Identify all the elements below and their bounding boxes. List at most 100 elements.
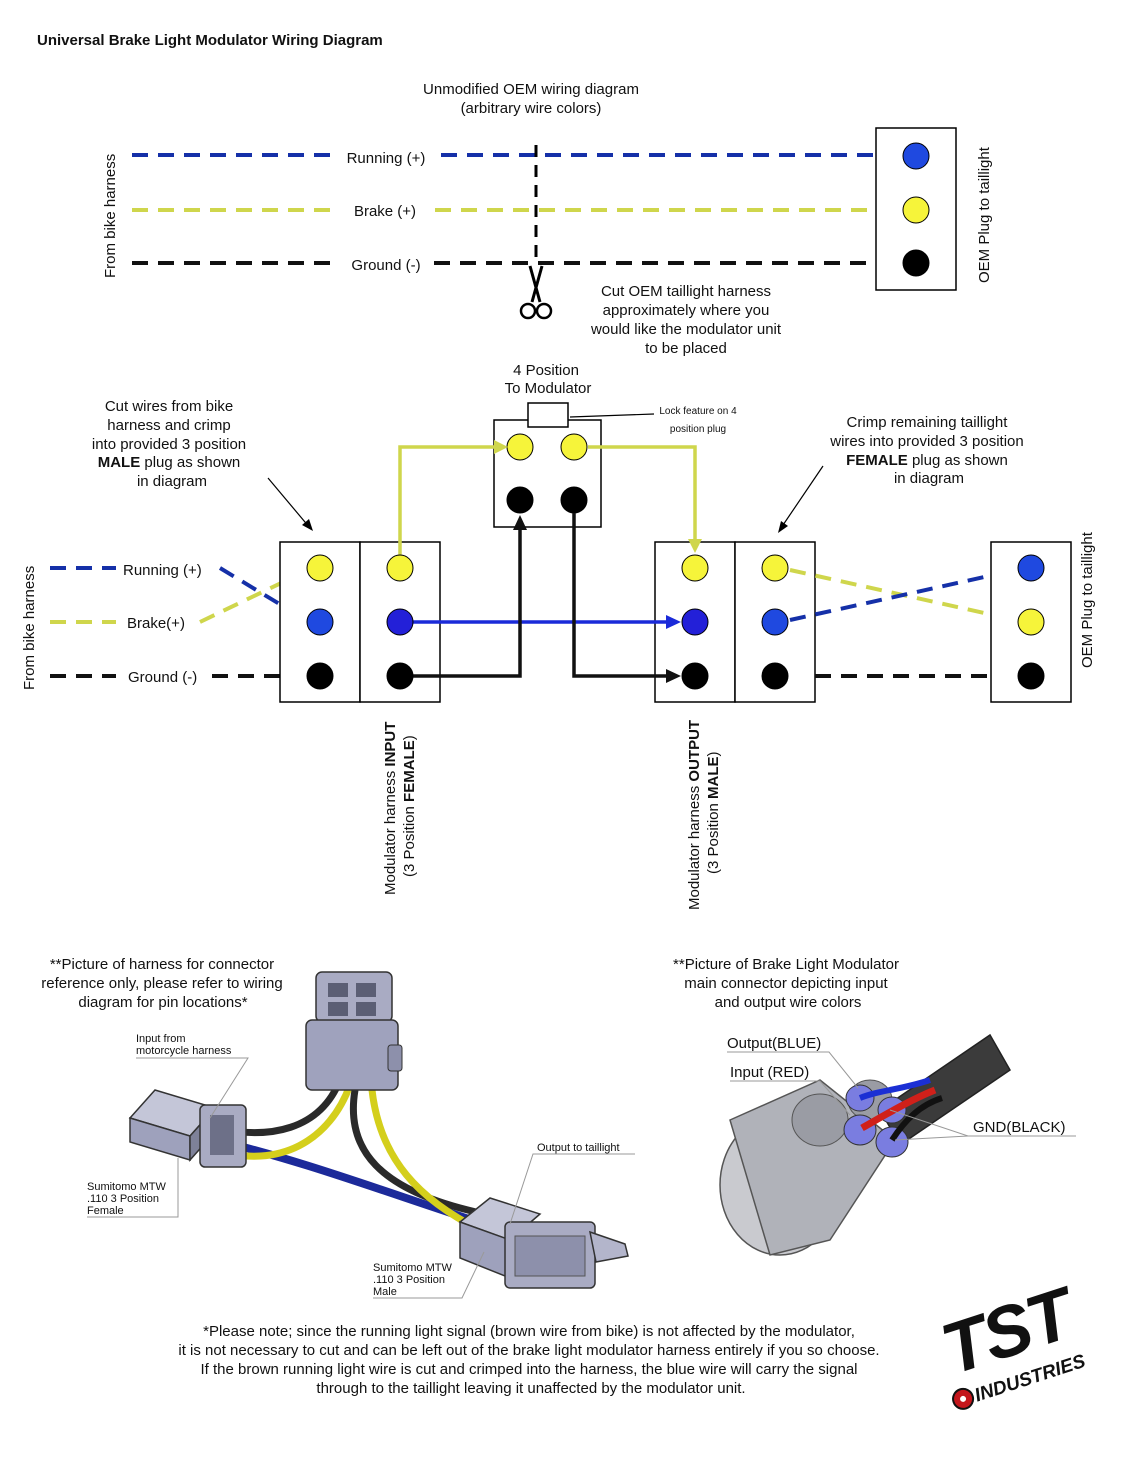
- lock-callout: [569, 413, 655, 418]
- modulator-plug-label1: 4 Position: [513, 362, 579, 379]
- bottom-plug-label: OEM Plug to taillight: [1079, 531, 1096, 668]
- top-subheading: (arbitrary wire colors): [461, 100, 602, 117]
- lock-note-line2: position plug: [670, 424, 726, 435]
- arrowhead-yellow-out: [688, 539, 702, 553]
- modulator-caption-line3: and output wire colors: [715, 994, 862, 1011]
- left-note-line2: harness and crimp: [107, 417, 230, 434]
- harness-caption-line1: **Picture of harness for connector: [50, 956, 274, 973]
- bottom-label-running: Running (+): [123, 562, 202, 579]
- input-harness-label1: Modulator harness INPUT: [382, 722, 399, 895]
- bottom-oem-pin-blue: [1017, 554, 1045, 582]
- bottom-diagram: 4 Position To Modulator Lock feature on …: [21, 362, 1096, 910]
- wire-black-from-modulator: [572, 513, 668, 678]
- right-note-line4: in diagram: [894, 470, 964, 487]
- bike-pin-black: [306, 662, 334, 690]
- mod-pin-yellow-left: [506, 433, 534, 461]
- top-side-label: From bike harness: [102, 154, 119, 278]
- input-harness-label2: (3 Position FEMALE): [401, 735, 418, 877]
- top-label-brake: Brake (+): [354, 203, 416, 220]
- cut-note-line1: Cut OEM taillight harness: [601, 283, 771, 300]
- left-note-rest: plug as shown: [140, 454, 240, 471]
- output-label2-bold: MALE: [705, 756, 722, 799]
- harness-label-male-2: .110 3 Position: [373, 1274, 445, 1286]
- harness-input-connector: [128, 1089, 247, 1168]
- female-pin-yellow: [761, 554, 789, 582]
- left-note-line1: Cut wires from bike: [105, 398, 233, 415]
- page-title: Universal Brake Light Modulator Wiring D…: [37, 32, 383, 49]
- output-label2-post: ): [705, 751, 722, 756]
- modulator-plug: [493, 419, 602, 528]
- harness-female-leader: [87, 1158, 179, 1218]
- output-label-pre: Modulator harness: [686, 782, 703, 910]
- input-pin-black: [386, 662, 414, 690]
- tst-industries-logo: TST INDUSTRIES: [932, 1272, 1088, 1410]
- right-note-line3: FEMALE plug as shown: [846, 452, 1008, 469]
- harness-label-female-2: .110 3 Position: [87, 1193, 159, 1205]
- harness-label-output: Output to taillight: [537, 1142, 620, 1154]
- modulator-connector-body: [719, 1079, 909, 1256]
- output-label-bold: OUTPUT: [686, 720, 703, 782]
- harness-label-input-1: Input from: [136, 1033, 186, 1045]
- right-note-arrow: [780, 465, 824, 529]
- lock-note-line1: Lock feature on 4: [659, 406, 737, 417]
- arrowhead-blue: [666, 615, 681, 629]
- wire-black-to-modulator: [412, 528, 522, 678]
- bike-pin-yellow: [306, 554, 334, 582]
- right-note-arrowhead: [778, 521, 788, 533]
- footnote-line3: If the brown running light wire is cut a…: [201, 1361, 858, 1378]
- mod-pin-black-left: [506, 486, 534, 514]
- arrowhead-black-out: [666, 669, 681, 683]
- output-label2-pre: (3 Position: [705, 799, 722, 874]
- lock-feature: [527, 402, 569, 428]
- input-label-bold: INPUT: [382, 722, 399, 767]
- harness-caption-line3: diagram for pin locations*: [78, 994, 247, 1011]
- harness-label-input-2: motorcycle harness: [136, 1045, 232, 1057]
- right-note-rest: plug as shown: [908, 452, 1008, 469]
- top-heading: Unmodified OEM wiring diagram: [423, 81, 639, 98]
- left-note-line5: in diagram: [137, 473, 207, 490]
- harness-input-leader: [136, 1057, 249, 1119]
- harness-output-leader: [509, 1153, 635, 1225]
- harness-wire-yellow-b: [368, 1089, 482, 1234]
- harness-wire-black-b: [349, 1089, 477, 1216]
- output-harness-label1: Modulator harness OUTPUT: [686, 720, 703, 910]
- harness-4pos-connector: [305, 971, 403, 1091]
- left-note-line3: into provided 3 position: [92, 436, 246, 453]
- input-label2-post: ): [401, 735, 418, 740]
- arrowhead-yellow-mod: [494, 440, 508, 454]
- harness-wire-blue: [214, 1136, 480, 1226]
- bottom-side-label: From bike harness: [21, 566, 38, 690]
- modulator-label-gnd: GND(BLACK): [973, 1119, 1066, 1136]
- left-note-arrow: [267, 477, 311, 529]
- mod-pin-yellow-right: [560, 433, 588, 461]
- modulator-caption-line1: **Picture of Brake Light Modulator: [673, 956, 899, 973]
- output-pin-yellow: [681, 554, 709, 582]
- input-label2-bold: FEMALE: [401, 740, 418, 802]
- harness-output-connector: [458, 1197, 629, 1289]
- cut-note-line3: would like the modulator unit: [590, 321, 782, 338]
- scissors-icon: [519, 265, 553, 320]
- harness-caption-line2: reference only, please refer to wiring: [41, 975, 283, 992]
- modulator-label-output: Output(BLUE): [727, 1035, 821, 1052]
- female-pin-blue: [761, 608, 789, 636]
- bottom-cross-brake: [199, 570, 305, 624]
- left-note-line4: MALE plug as shown: [98, 454, 241, 471]
- top-diagram: Unmodified OEM wiring diagram (arbitrary…: [102, 81, 993, 357]
- harness-label-male-3: Male: [373, 1286, 397, 1298]
- output-harness-label2: (3 Position MALE): [705, 751, 722, 874]
- modulator-picture: **Picture of Brake Light Modulator main …: [673, 956, 1076, 1256]
- bike-pin-blue: [306, 608, 334, 636]
- left-note-bold: MALE: [98, 454, 141, 471]
- wire-yellow-from-modulator: [588, 445, 697, 540]
- harness-male-leader: [373, 1251, 485, 1299]
- modulator-gnd-leader-b: [894, 1135, 969, 1141]
- footnote-line1: *Please note; since the running light si…: [203, 1323, 855, 1340]
- out-cross-blue: [789, 568, 1017, 622]
- output-pin-black: [681, 662, 709, 690]
- mod-pin-black-right: [560, 486, 588, 514]
- harness-label-male-1: Sumitomo MTW: [373, 1262, 452, 1274]
- footnote: *Please note; since the running light si…: [178, 1323, 879, 1397]
- modulator-caption-line2: main connector depicting input: [684, 975, 888, 992]
- modulator-label-input: Input (RED): [730, 1064, 809, 1081]
